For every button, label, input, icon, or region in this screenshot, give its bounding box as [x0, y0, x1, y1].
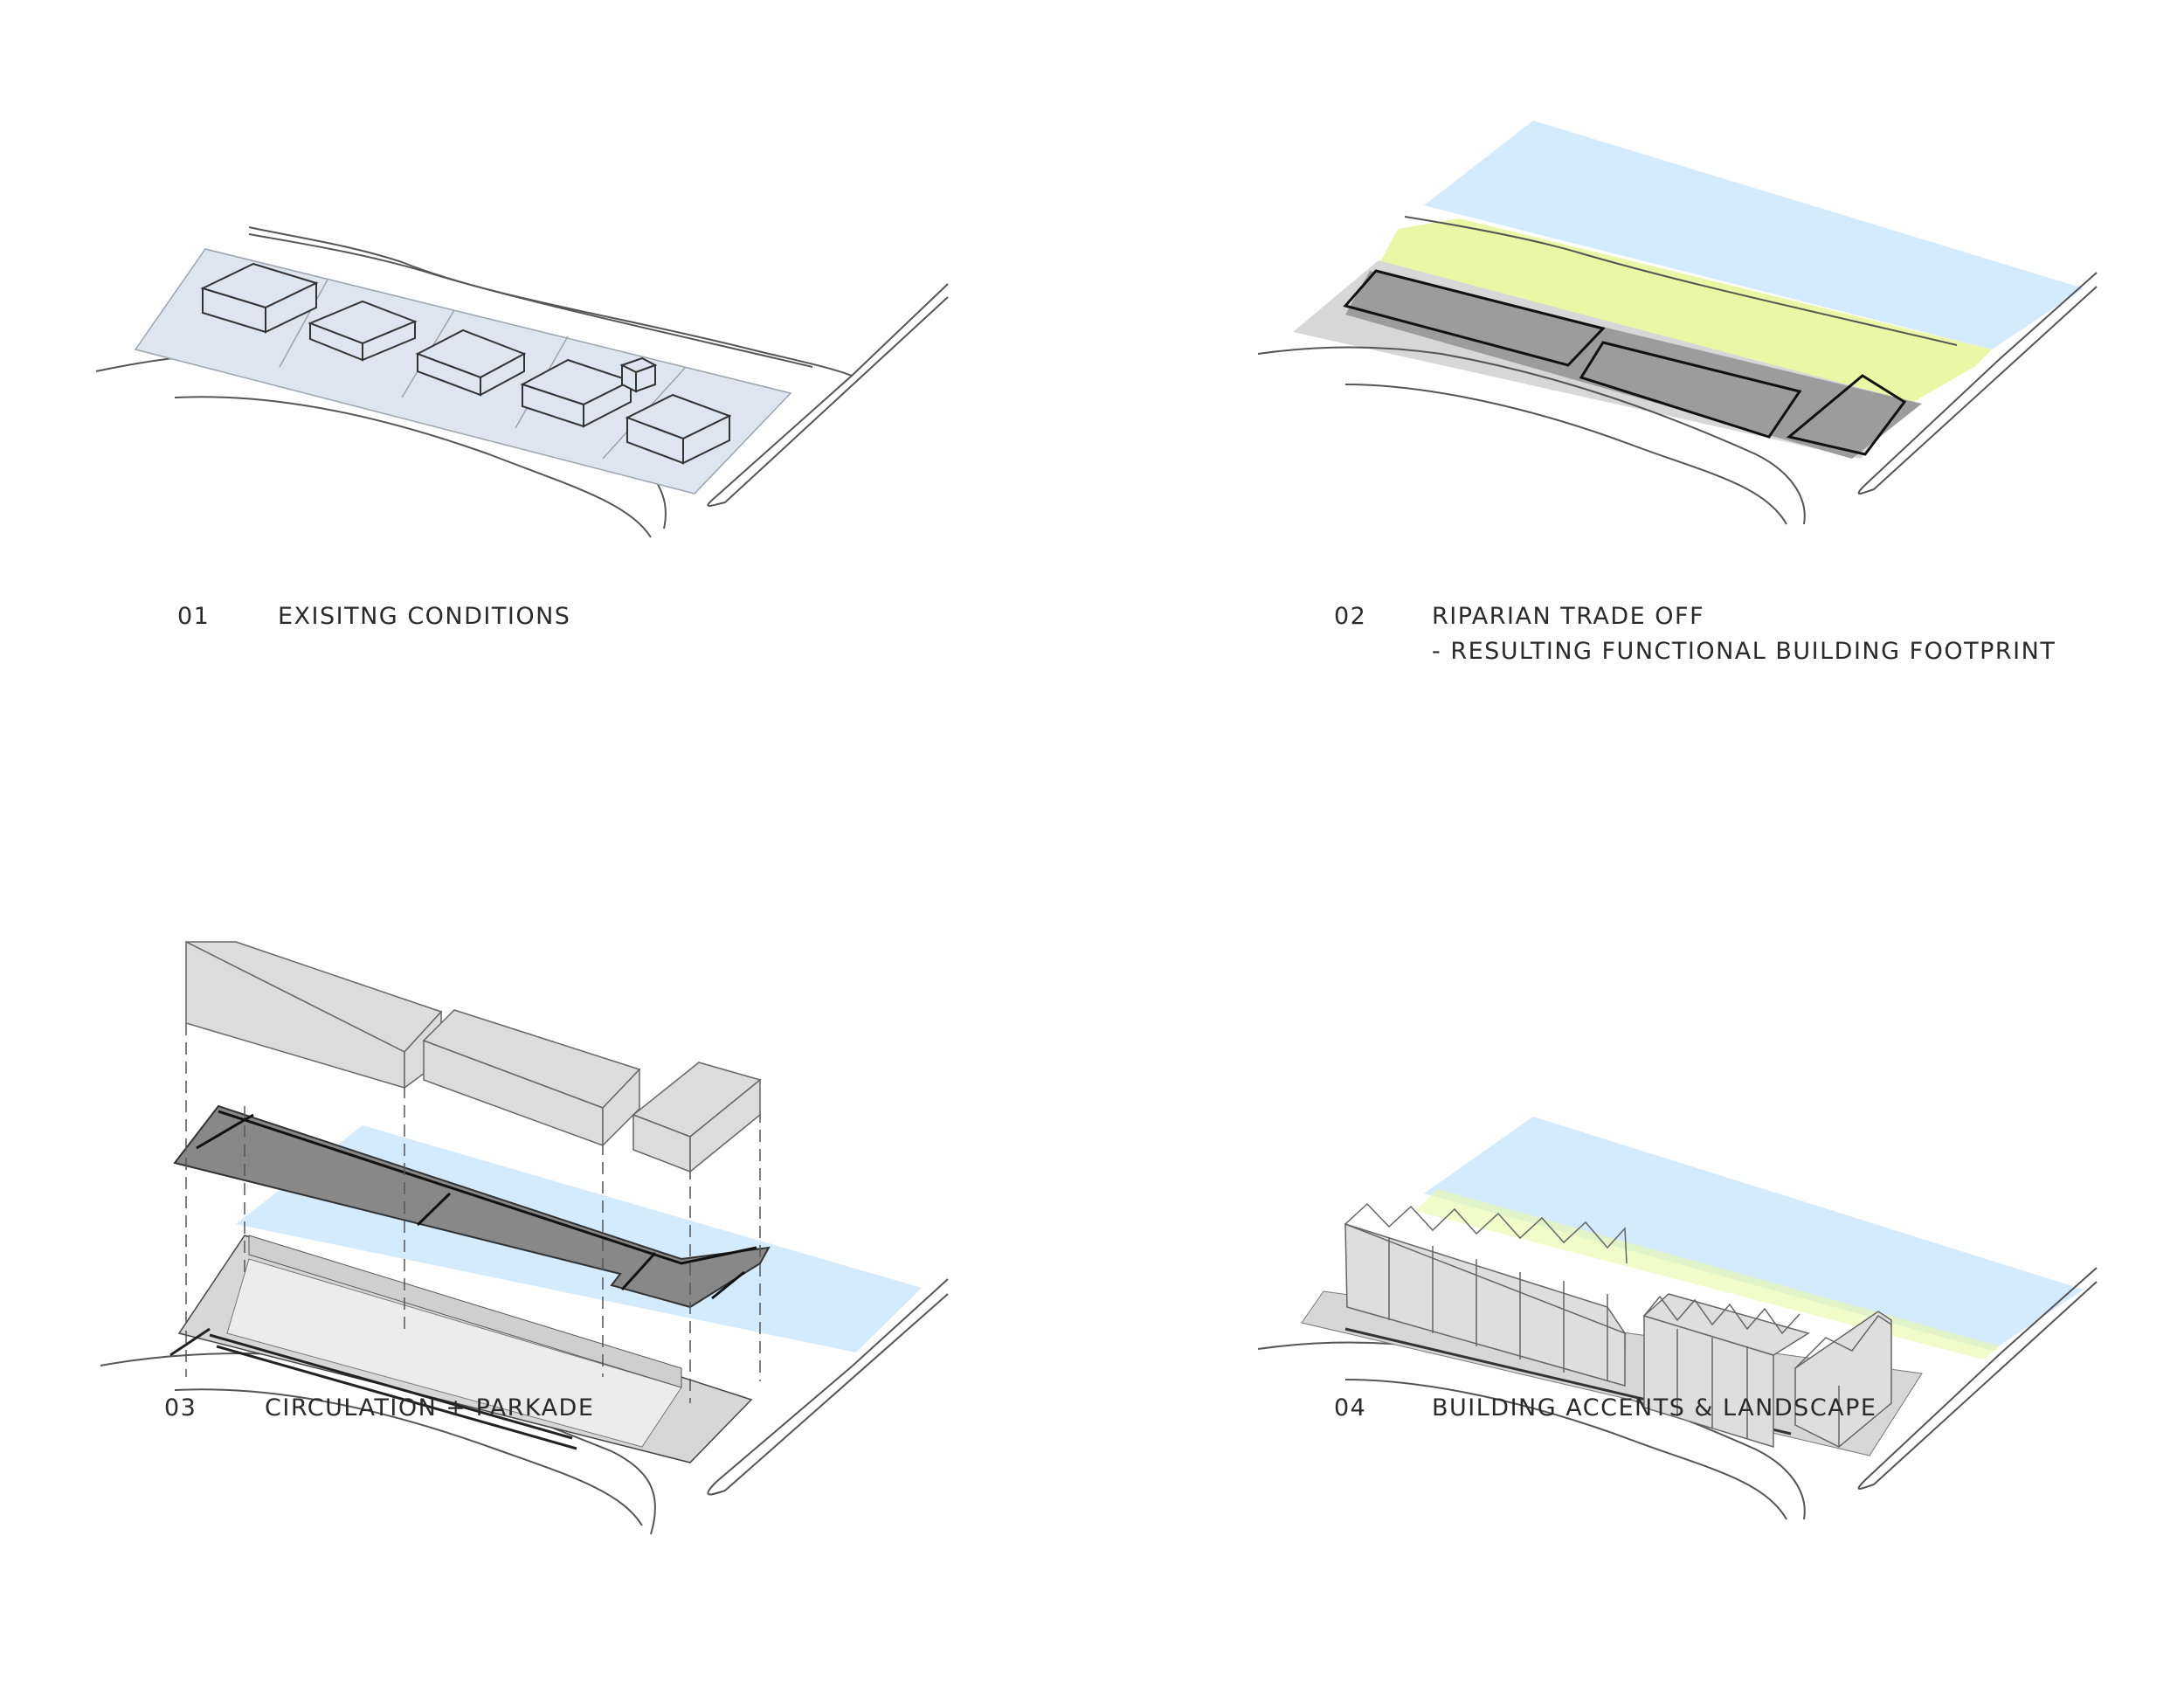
building-3 [415, 329, 527, 397]
parkade-ramps [169, 1327, 577, 1450]
circulation-paths [196, 1110, 757, 1300]
block-c [632, 1062, 762, 1173]
road-edge-inner [1344, 384, 1787, 525]
road-edge-inner [174, 1388, 643, 1526]
sawtooth-block-middle [1642, 1293, 1810, 1449]
water-area [1424, 121, 2084, 349]
existing-conditions-diagram [95, 226, 949, 538]
riparian-buffer [1380, 218, 1992, 402]
road-edge-inner [1344, 1379, 1787, 1520]
block-b [422, 1009, 641, 1147]
panel-title: CIRCULATION + PARKADE [265, 1394, 595, 1422]
circulation-parkade-diagram [100, 940, 949, 1535]
parkade-floor [226, 1258, 682, 1448]
sawtooth-block-west [1344, 1202, 1628, 1387]
building-2 [308, 300, 418, 362]
existing-buildings [200, 262, 732, 465]
functional-footprint [1345, 271, 1922, 459]
riparian-trade-off-diagram [1257, 121, 2098, 525]
panel-title: EXISITNG CONDITIONS [278, 603, 571, 630]
building-4-annex [619, 356, 658, 393]
panel-existing-conditions: 01 EXISITNG CONDITIONS [0, 0, 1092, 844]
water-area [1424, 1117, 2084, 1351]
road-edge-inner [174, 396, 652, 538]
riverbank-line [1404, 216, 1958, 346]
parkade-buildings [185, 940, 762, 1173]
street-curb [707, 1278, 949, 1496]
building-5 [625, 393, 732, 465]
panel-subtitle: - RESULTING FUNCTIONAL BUILDING FOOTPRIN… [1432, 638, 2056, 665]
street-curb [1857, 1267, 2098, 1490]
road-edge-outer [1257, 346, 1806, 525]
sawtooth-block-east [1794, 1311, 1892, 1448]
projection-lines [185, 1023, 761, 1403]
riparian-buffer [1415, 1189, 2001, 1359]
building-4 [520, 358, 633, 428]
panel-circulation-parkade: 03 CIRCULATION + PARKADE [0, 844, 1092, 1688]
riverbank-line-2 [248, 233, 813, 368]
panel-number: 04 [1334, 1394, 1367, 1422]
panel-number: 01 [177, 603, 211, 630]
panel-title: BUILDING ACCENTS & LANDSCAPE [1432, 1394, 1877, 1422]
panel-riparian-trade-off: 02 RIPARIAN TRADE OFF - RESULTING FUNCTI… [1092, 0, 2184, 844]
street-curb [707, 283, 949, 507]
footprint-outlines [1343, 269, 1907, 456]
panel-building-accents-landscape: 04 BUILDING ACCENTS & LANDSCAPE [1092, 844, 2184, 1688]
building-accents-landscape-diagram [1257, 1117, 2098, 1520]
panel-number: 03 [164, 1394, 197, 1422]
panel-number: 02 [1334, 603, 1367, 630]
panel-title: RIPARIAN TRADE OFF [1432, 603, 1705, 630]
street-curb [1857, 272, 2098, 495]
building-1 [200, 262, 319, 334]
parkade-back-wall [248, 1235, 682, 1388]
block-a [185, 940, 443, 1090]
